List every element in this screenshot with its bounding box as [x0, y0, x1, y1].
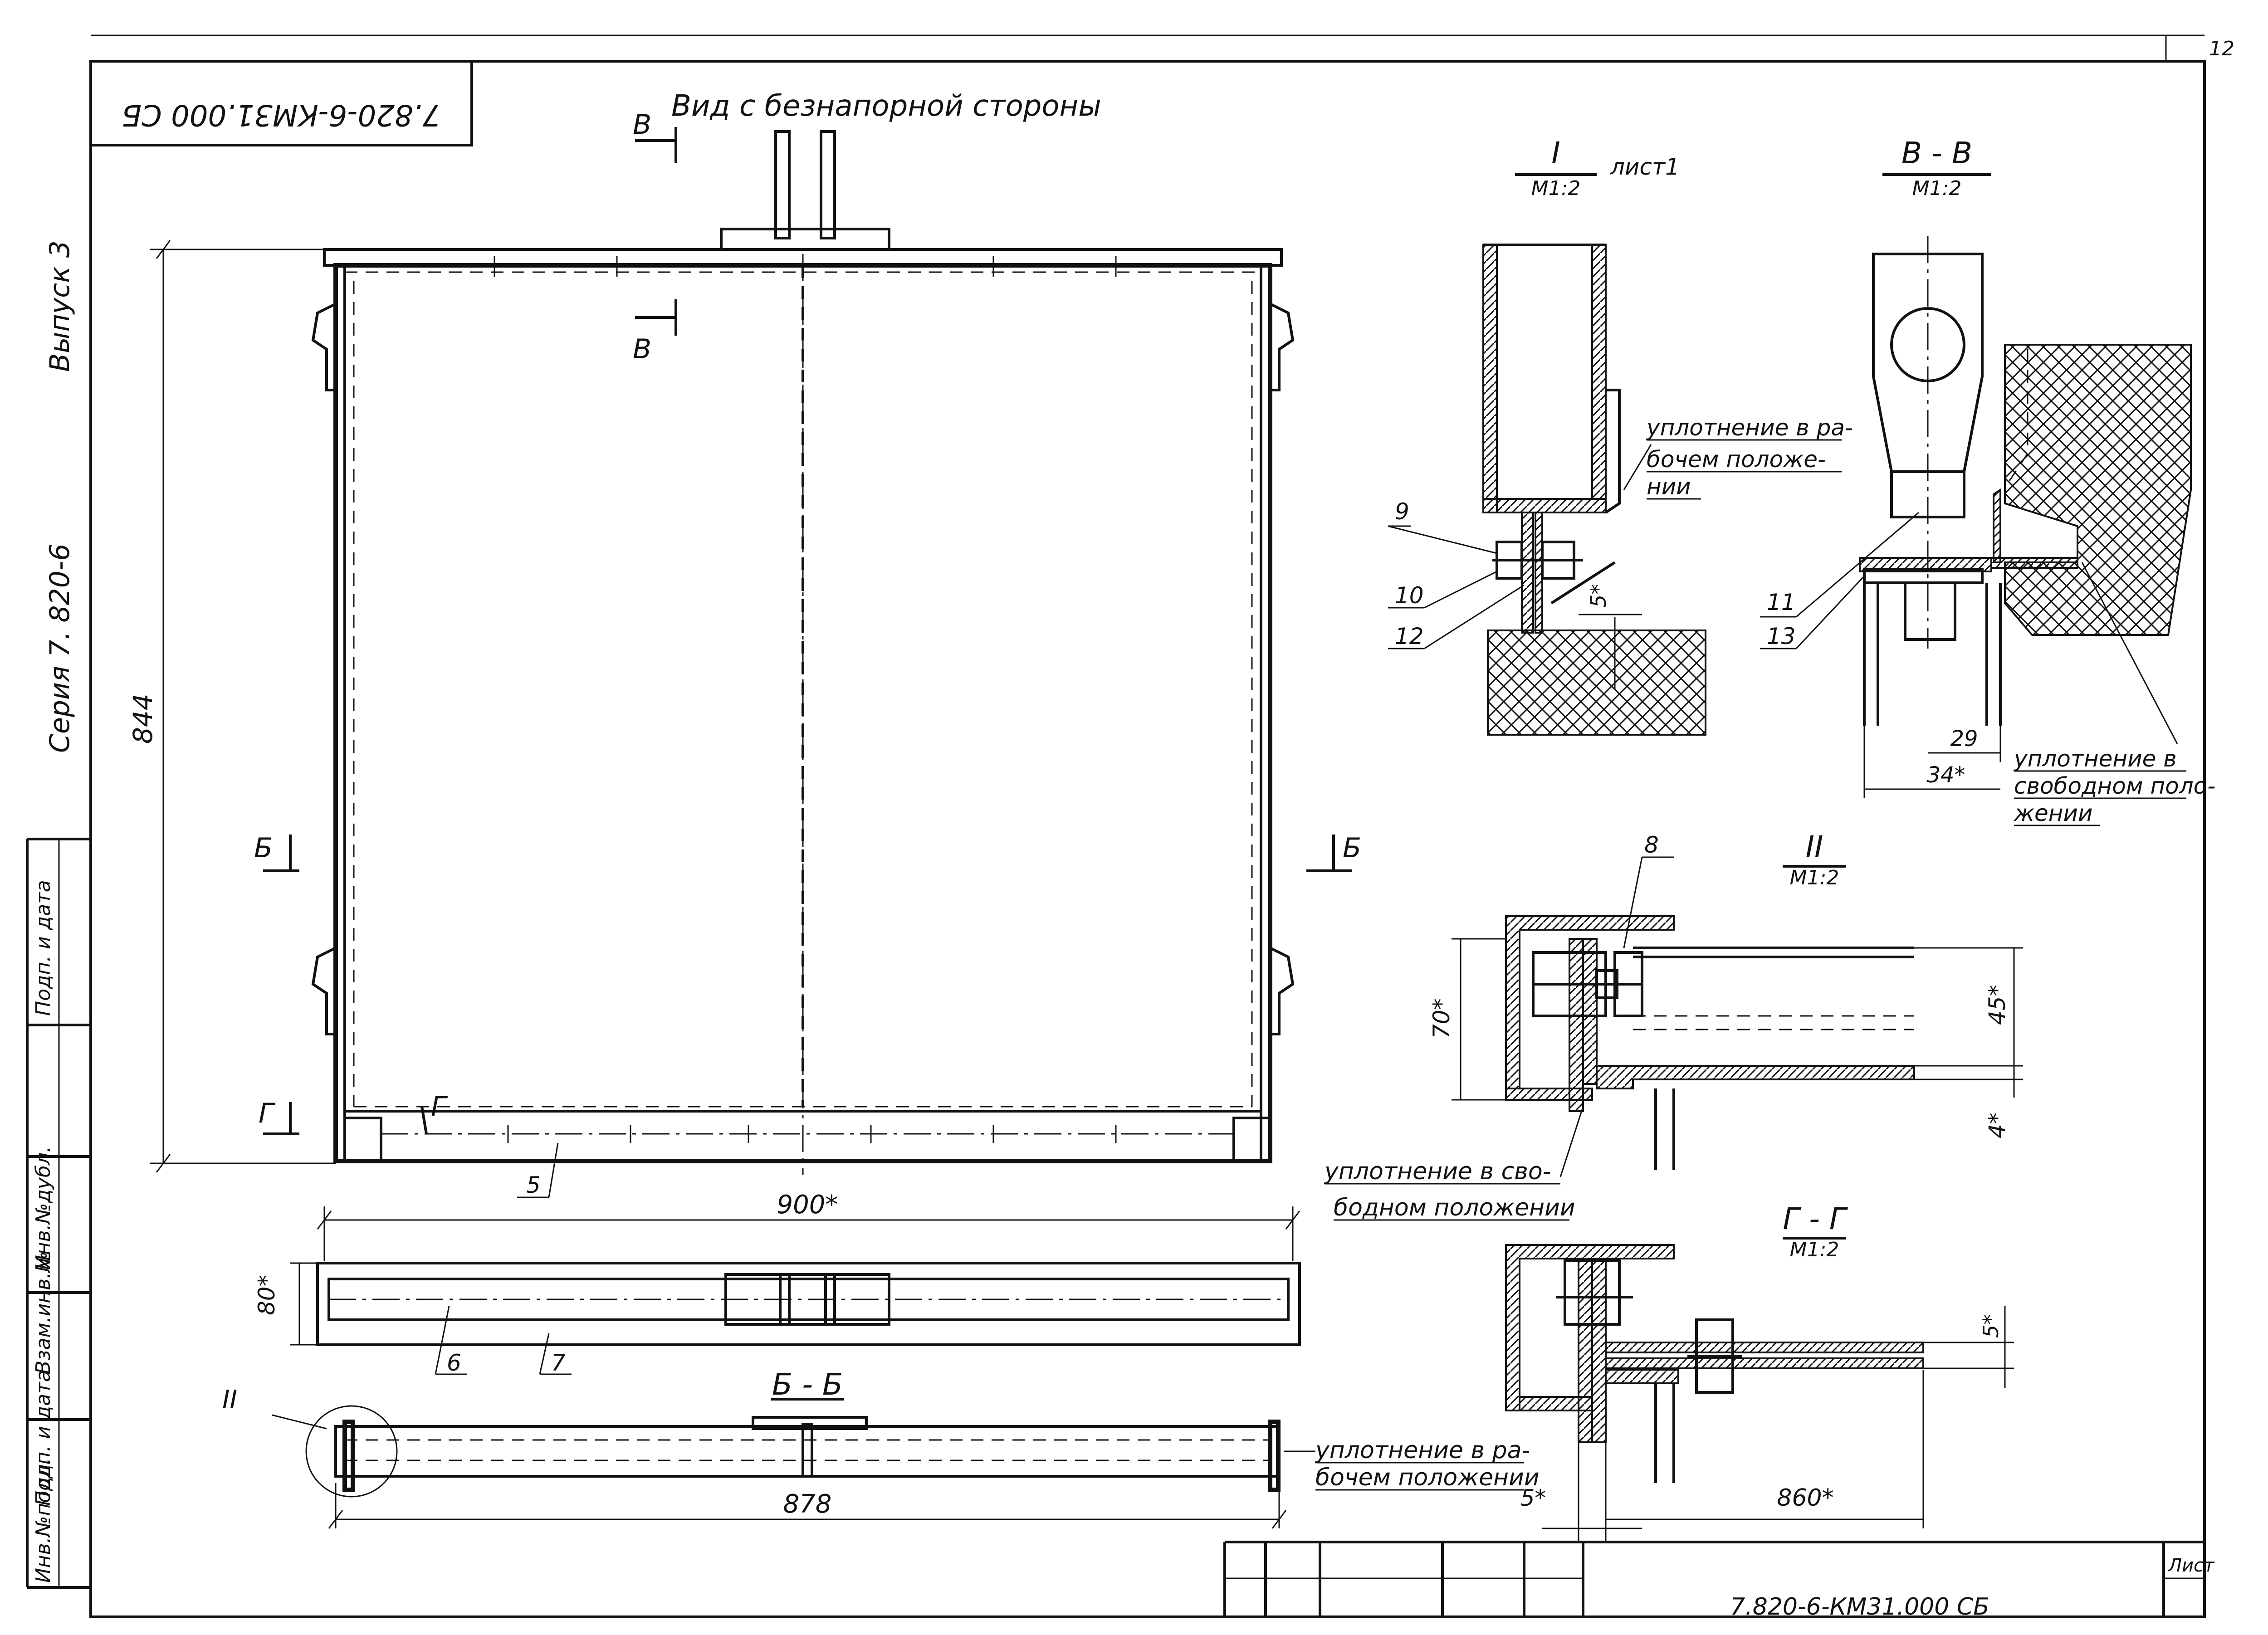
sheet-number: 12	[2209, 37, 2234, 60]
detail1-scale: М1:2	[1531, 177, 1581, 200]
dim-height: 844	[127, 240, 336, 1173]
section-markers: В В Б Б Г Г	[254, 109, 1361, 1135]
mark-b-right: Б	[1343, 832, 1361, 864]
dim-29: 29	[1950, 726, 1978, 752]
note-seal-working-2b: бочем положении	[1315, 1464, 1540, 1491]
pos-6: 6	[447, 1350, 461, 1376]
dim-width-bottom: 878	[783, 1489, 832, 1519]
note-seal-free-1b: свободном поло-	[2014, 773, 2215, 799]
section-bb: Б - Б II 878 уплотнение в ра- бочем поло…	[222, 1367, 1540, 1529]
mark-v-bottom: В	[633, 333, 651, 365]
detail1-ref: лист1	[1610, 154, 1680, 180]
note-seal-free-1c: жении	[2014, 800, 2093, 826]
section-vv-scale: М1:2	[1912, 177, 1962, 200]
section-vv-title: В - В	[1901, 136, 1972, 171]
dim-70: 70*	[1428, 998, 1455, 1039]
stamp-col-vzam-inv: Взам.инв.№	[32, 1251, 55, 1374]
detail2-numeral: II	[1806, 830, 1823, 864]
issue-label: Выпуск 3	[44, 240, 76, 372]
note-seal-working-1a: уплотнение в ра-	[1646, 415, 1853, 441]
note-seal-working-1b: бочем положе-	[1647, 446, 1826, 473]
mark-g-inner: Г	[431, 1091, 448, 1123]
dim-height-value: 844	[127, 693, 158, 744]
stamp-col-podp-1: Подп. и дата	[32, 1370, 55, 1506]
stamp-col-inv-dubl: Инв.№дубл.	[32, 1146, 55, 1270]
title-block: Лист 7.820-6-КМ31.000 СБ	[1223, 1541, 2215, 1620]
main-view	[311, 130, 1295, 1175]
view-title: Вид с безнапорной стороны	[671, 89, 1101, 123]
pos-13: 13	[1767, 623, 1796, 649]
title-sheet-label: Лист	[2167, 1555, 2215, 1576]
pos-8: 8	[1644, 832, 1659, 858]
note-seal-free-2b: бодном положении	[1334, 1194, 1575, 1221]
plan-strip: 900* 80* 6 7	[254, 1190, 1301, 1376]
note-seal-working-1c: нии	[1647, 473, 1691, 500]
section-gg-scale: М1:2	[1790, 1238, 1839, 1261]
section-gg-title: Г - Г	[1783, 1201, 1848, 1236]
pos-9: 9	[1395, 498, 1409, 525]
dim-860: 860*	[1777, 1484, 1833, 1512]
code-stamp: 7.820-6-КМ31.000 СБ	[89, 60, 473, 146]
mark-g-left: Г	[259, 1098, 276, 1129]
section-bb-title: Б - Б	[772, 1367, 843, 1402]
left-stamp: Инв.№подл. Подп. и дата Взам.инв.№ Инв.№…	[26, 838, 92, 1589]
code-stamp-text: 7.820-6-КМ31.000 СБ	[122, 98, 441, 132]
detail1-numeral: I	[1551, 136, 1560, 171]
detail-1: I М1:2 лист1 5* уплотнение в ра- бочем п…	[1388, 136, 1853, 736]
stamp-col-inv-podl: Инв.№подл.	[32, 1458, 55, 1583]
pos-5: 5	[526, 1172, 541, 1198]
detail-2: II М1:2 70* 45* 4* 8 уплотнение в сво-	[1324, 830, 2023, 1221]
section-vv: В - В М1:2 11 13 29 34* уплотнение в сво…	[1760, 136, 2215, 826]
pos-11: 11	[1767, 589, 1796, 615]
dim-4: 4*	[1984, 1113, 2010, 1138]
dim-45: 45*	[1984, 985, 2010, 1025]
callout-numeral: II	[222, 1385, 237, 1415]
dim-5b: 5*	[1979, 1314, 2003, 1338]
mark-v-top: В	[633, 109, 651, 141]
pos-12: 12	[1395, 623, 1424, 649]
section-gg: Г - Г М1:2 5* 5* 860*	[1505, 1201, 2014, 1542]
dim-5a: 5*	[1586, 584, 1611, 608]
note-seal-free-2a: уплотнение в сво-	[1324, 1158, 1551, 1185]
note-seal-working-2a: уплотнение в ра-	[1315, 1437, 1530, 1464]
title-code: 7.820-6-КМ31.000 СБ	[1730, 1593, 1989, 1620]
detail2-scale: М1:2	[1790, 866, 1839, 889]
dim-34: 34*	[1926, 762, 1965, 788]
pos-7: 7	[551, 1350, 566, 1376]
mark-b-left: Б	[254, 832, 273, 864]
stamp-col-podp-2: Подп. и дата	[32, 880, 55, 1016]
dim-5c: 5*	[1520, 1485, 1546, 1511]
note-seal-free-1a: уплотнение в	[2013, 746, 2177, 772]
series-label: Серия 7. 820-6	[44, 543, 76, 753]
dim-80: 80*	[254, 1275, 280, 1315]
pos-10: 10	[1395, 582, 1424, 609]
dim-width-top: 900*	[777, 1190, 838, 1220]
